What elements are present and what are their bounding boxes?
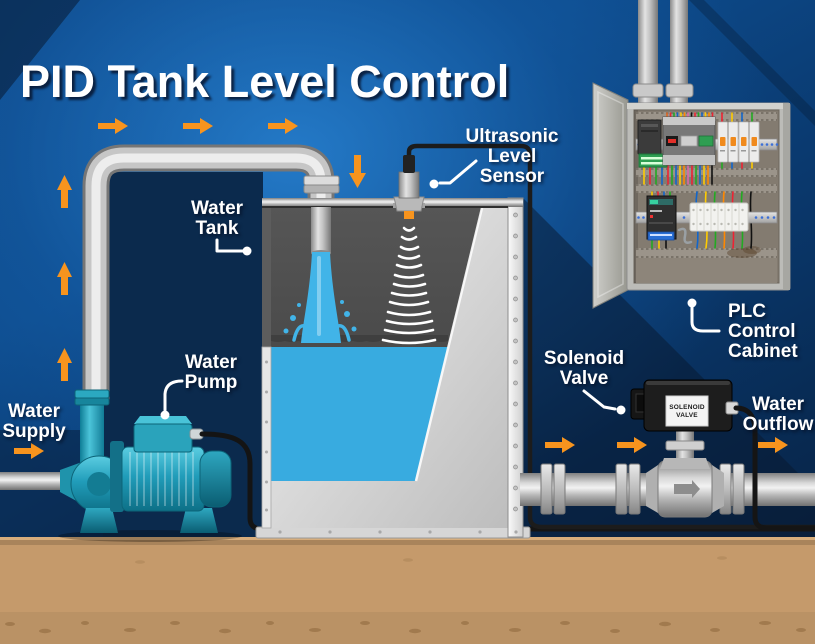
flow-arrow-up [57,175,72,208]
label-solenoid-valve: Solenoid Valve [543,348,625,389]
rail-dots [637,143,779,219]
riser-and-top-pipe [82,144,340,402]
flow-arrow-down [349,155,366,188]
right-strip-rivets [513,212,518,512]
terminal-box [133,423,193,453]
ground-soil [0,537,815,644]
sensor-connector [403,155,415,173]
flow-arrow-right [617,437,647,453]
left-strip-rivets [265,360,268,512]
sensor-mount-nut [393,196,425,212]
flow-arrows [14,118,788,459]
flow-arrow-right [183,118,213,134]
tank-base-flange [255,526,531,539]
callout-dot-tank [242,246,252,256]
flow-arrow-right [14,443,44,459]
solenoid-valve-nameplate: SOLENOID VALVE [669,404,705,419]
valve-name-plate [665,395,709,427]
conduit-pipe [670,0,688,104]
inlet-water-jet [301,252,341,343]
flow-arrow-right [98,118,128,134]
label-water-tank: Water Tank [190,198,244,239]
tank-water [271,347,448,482]
conduit-cast-shadow [689,0,815,126]
plc-cabinet [592,0,791,309]
plc-modules [637,116,716,168]
label-water-pump: Water Pump [184,352,238,393]
pump-foot [180,508,218,533]
label-plc-cabinet: PLC Control Cabinet [728,301,798,362]
callout-dot-plc [687,298,697,308]
tank-inlet-flange [303,175,340,186]
flow-arrow-right [268,118,298,134]
ground [0,537,815,644]
label-water-outflow: Water Outflow [742,394,814,435]
water-surface-waves [271,335,448,342]
motor-end-cap [199,450,232,508]
water-tank [255,197,531,539]
base-flange-rivets [278,530,518,534]
callouts [160,159,721,420]
inlet-drop-pipe [311,207,331,253]
callout-dot-valve [616,405,626,415]
seven-segment-display [668,139,676,143]
label-ultrasonic-sensor: Ultrasonic Level Sensor [465,126,559,187]
splash-droplets [283,300,357,342]
sensor-emitter-tip [404,211,414,219]
tank-top-edge [262,198,523,207]
ultrasonic-waves [381,226,437,345]
valve-cable [733,405,815,531]
callout-dot-sensor [429,179,439,189]
power-supply-module [646,195,677,241]
tank-cutaway-panel [271,207,508,528]
circuit-breakers [717,121,760,163]
flow-arrow-right [545,437,575,453]
flow-direction-mark [674,480,700,498]
sensor-body [398,171,420,199]
label-water-supply: Water Supply [2,401,66,442]
conduit-pipe [638,0,658,104]
ultrasonic-sensor [393,155,425,219]
terminal-blocks [677,202,749,244]
pebbles [5,556,806,634]
pump-motor [121,446,205,512]
solenoid-valve [630,379,815,531]
flow-arrow-up [57,348,72,381]
supply-pipe [0,472,72,490]
sensor-cable [406,143,815,530]
page-title: PID Tank Level Control [20,56,510,107]
pump-foot [80,508,118,533]
flow-arrow-up [57,262,72,295]
flow-arrow-right [758,437,788,453]
callout-dot-pump [160,410,170,420]
